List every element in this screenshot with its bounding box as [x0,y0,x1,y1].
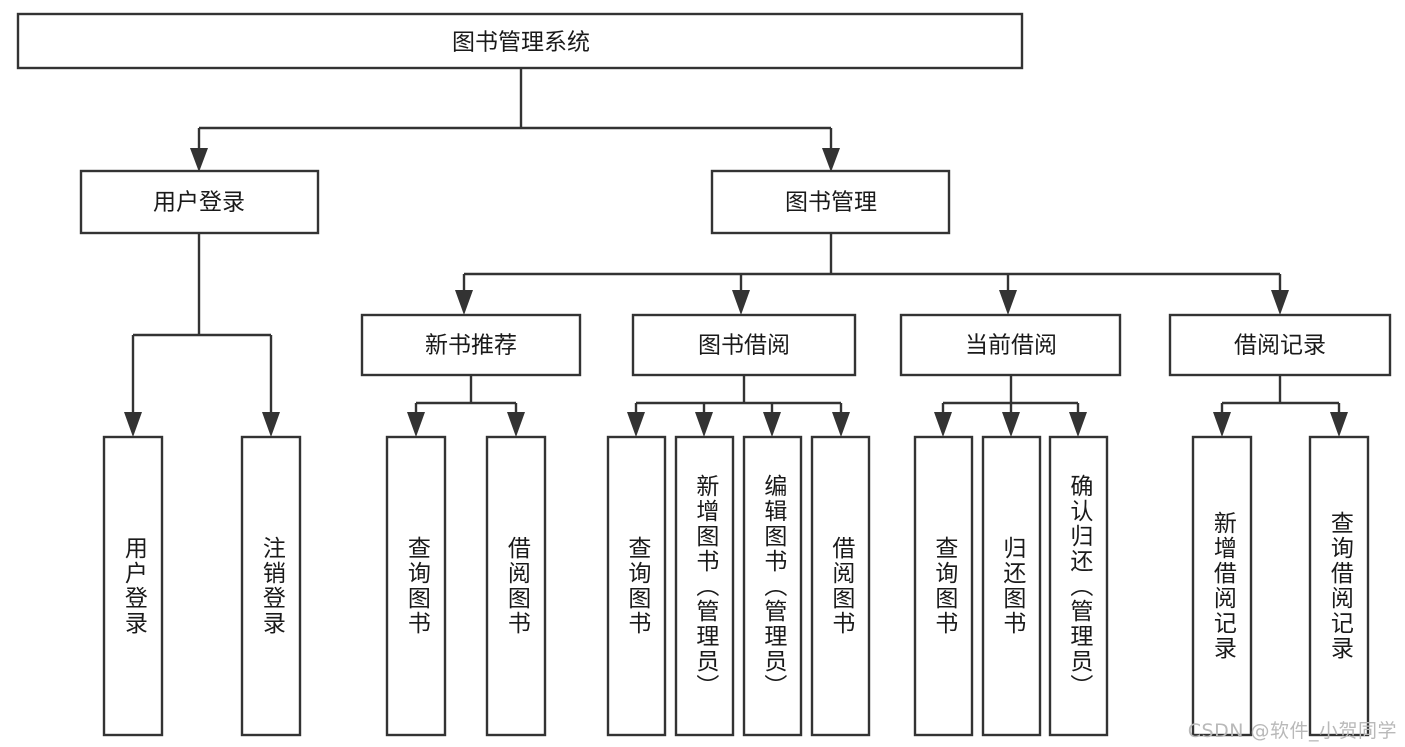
arrow-head-leaf-query-record [1330,412,1348,437]
node-leaf-user-login-box[interactable] [102,435,164,737]
arrow-head-leaf-add-record [1213,412,1231,437]
node-new-book-recommend-box[interactable] [360,313,582,377]
node-leaf-query-book-2-box[interactable] [606,435,667,737]
node-leaf-confirm-return-box[interactable] [1048,435,1109,737]
arrow-head-book-management [822,148,840,172]
node-leaf-query-record-box[interactable] [1308,435,1370,737]
edge-group-book-management-to-level3 [455,233,1289,315]
edge-group-new-book-recommend-to-leaves [407,375,525,437]
node-book-management[interactable]: 图书管理 [710,169,951,235]
node-leaf-add-book-box[interactable] [674,435,735,737]
edge-group-current-borrow-to-leaves [934,375,1087,437]
node-current-borrow[interactable]: 当前借阅 [899,313,1122,377]
node-book-management-label: 图书管理 [785,190,877,216]
node-borrow-record-label: 借阅记录 [1234,333,1326,359]
node-book-borrow-label: 图书借阅 [698,333,790,359]
edge-group-book-borrow-to-leaves [627,375,850,437]
node-borrow-record-box[interactable] [1168,313,1392,377]
node-leaf-borrow-book-2-box[interactable] [810,435,871,737]
edge-group-borrow-record-to-leaves [1213,375,1348,437]
arrow-head-leaf-user-login [124,412,142,437]
node-current-borrow-box[interactable] [899,313,1122,377]
arrow-head-leaf-borrow-book-2 [832,412,850,437]
node-root-label: 图书管理系统 [452,30,590,56]
arrow-head-user-login [190,148,208,172]
node-root[interactable]: 图书管理系统 [16,12,1024,70]
node-leaf-return-book-box[interactable] [981,435,1042,737]
arrow-head-book-borrow [732,290,750,315]
arrow-head-leaf-confirm-return [1069,412,1087,437]
node-leaf-query-book-3-box[interactable] [913,435,974,737]
node-leaf-user-logout-box[interactable] [240,435,302,737]
node-user-login-label: 用户登录 [153,190,245,216]
arrow-head-leaf-query-book-3 [934,412,952,437]
arrow-head-leaf-edit-book [763,412,781,437]
node-book-borrow-box[interactable] [631,313,857,377]
arrow-head-new-book-recommend [455,290,473,315]
node-book-management-box[interactable] [710,169,951,235]
node-leaf-edit-book-box[interactable] [742,435,803,737]
arrow-head-leaf-user-logout [262,412,280,437]
node-user-login[interactable]: 用户登录 [79,169,320,235]
node-borrow-record[interactable]: 借阅记录 [1168,313,1392,377]
node-leaf-add-record-box[interactable] [1191,435,1253,737]
node-user-login-box[interactable] [79,169,320,235]
node-new-book-recommend-label: 新书推荐 [425,333,517,359]
arrow-head-leaf-borrow-book-1 [507,412,525,437]
watermark-text: CSDN @软件_小贺同学 [1187,720,1397,742]
node-root-box[interactable] [16,12,1024,70]
node-new-book-recommend[interactable]: 新书推荐 [360,313,582,377]
arrow-head-leaf-query-book-2 [627,412,645,437]
arrow-head-current-borrow [999,290,1017,315]
node-leaf-query-book-1-box[interactable] [385,435,447,737]
arrow-head-borrow-record [1271,290,1289,315]
arrow-head-leaf-query-book-1 [407,412,425,437]
node-book-borrow[interactable]: 图书借阅 [631,313,857,377]
edge-group-user-login-to-leaves [124,233,280,437]
arrow-head-leaf-return-book [1002,412,1020,437]
node-current-borrow-label: 当前借阅 [965,333,1057,359]
arrow-head-leaf-add-book [695,412,713,437]
edge-group-root-to-level2 [190,68,840,172]
node-leaf-borrow-book-1-box[interactable] [485,435,547,737]
